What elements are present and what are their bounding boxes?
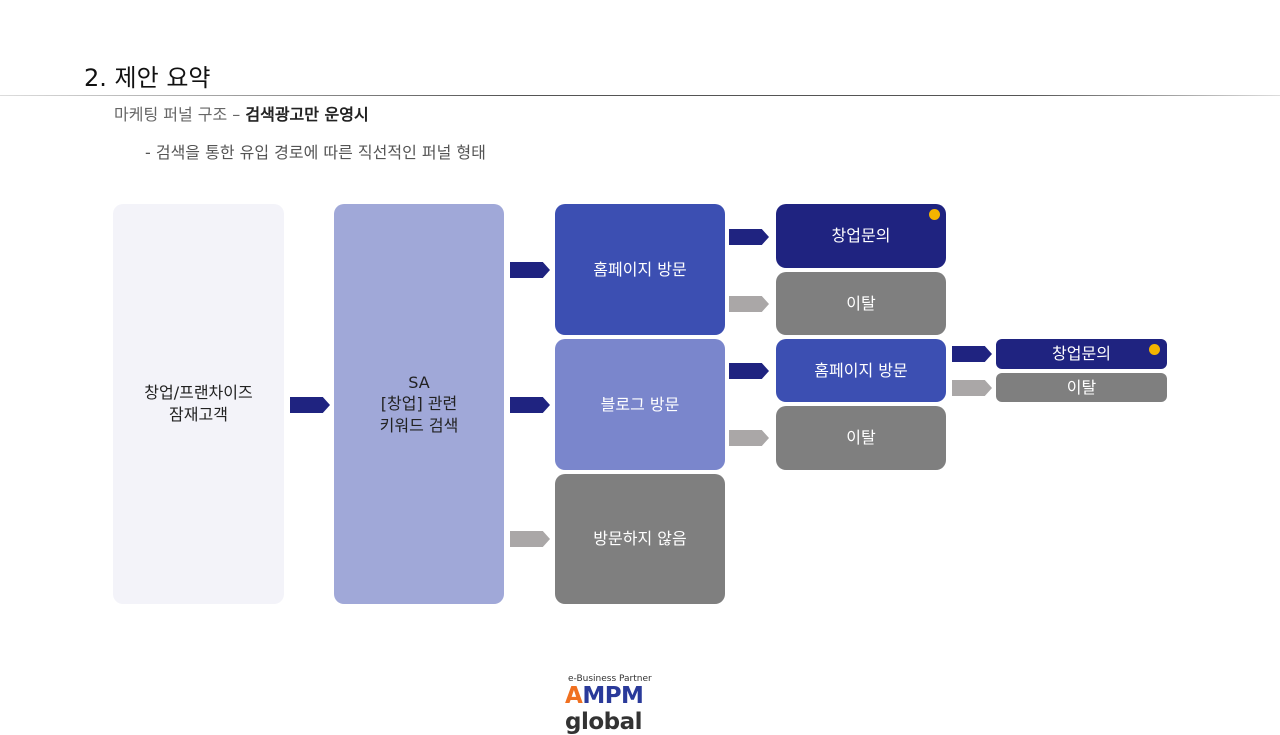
exit-box-1: 이탈 [776,272,946,335]
inquiry-box-1: 창업문의 [776,204,946,268]
exit-box-3: 이탈 [996,373,1167,402]
homepage-visit-box: 홈페이지 방문 [555,204,725,335]
arrow-right-icon [729,229,769,245]
search-box: SA [창업] 관련 키워드 검색 [334,204,504,604]
arrow-right-icon [729,363,769,379]
exit-box-2: 이탈 [776,406,946,470]
description: - 검색을 통한 유입 경로에 따른 직선적인 퍼널 형태 [145,143,486,162]
inquiry-label: 창업문의 [1052,344,1111,364]
inquiry-label: 창업문의 [831,226,891,246]
arrow-right-icon [290,397,330,413]
inquiry-box-2: 창업문의 [996,339,1167,369]
logo-tagline: e-Business Partner [568,674,652,684]
audience-box: 창업/프랜차이즈 잠재고객 [113,204,284,604]
subtitle: 마케팅 퍼널 구조 – 검색광고만 운영시 [114,101,369,125]
no-visit-box: 방문하지 않음 [555,474,725,604]
logo-brand-a2: MPM [582,683,644,709]
logo-brand-a: A [565,683,583,709]
subtitle-prefix: 마케팅 퍼널 구조 – [114,105,246,124]
arrow-right-icon [729,430,769,446]
page-title: 2. 제안 요약 [84,64,211,92]
logo-brand-b: global [565,709,643,735]
arrow-right-icon [952,346,992,362]
blog-visit-box: 블로그 방문 [555,339,725,470]
arrow-right-icon [729,296,769,312]
subtitle-bold: 검색광고만 운영시 [245,105,369,124]
company-logo: e-Business Partner AMPM global [565,674,725,735]
arrow-right-icon [510,262,550,278]
arrow-right-icon [510,397,550,413]
arrow-right-icon [952,380,992,396]
blog-homepage-visit-box: 홈페이지 방문 [776,339,946,402]
title-divider [0,95,1280,96]
highlight-dot-icon [929,209,940,220]
highlight-dot-icon [1149,344,1160,355]
arrow-right-icon [510,531,550,547]
